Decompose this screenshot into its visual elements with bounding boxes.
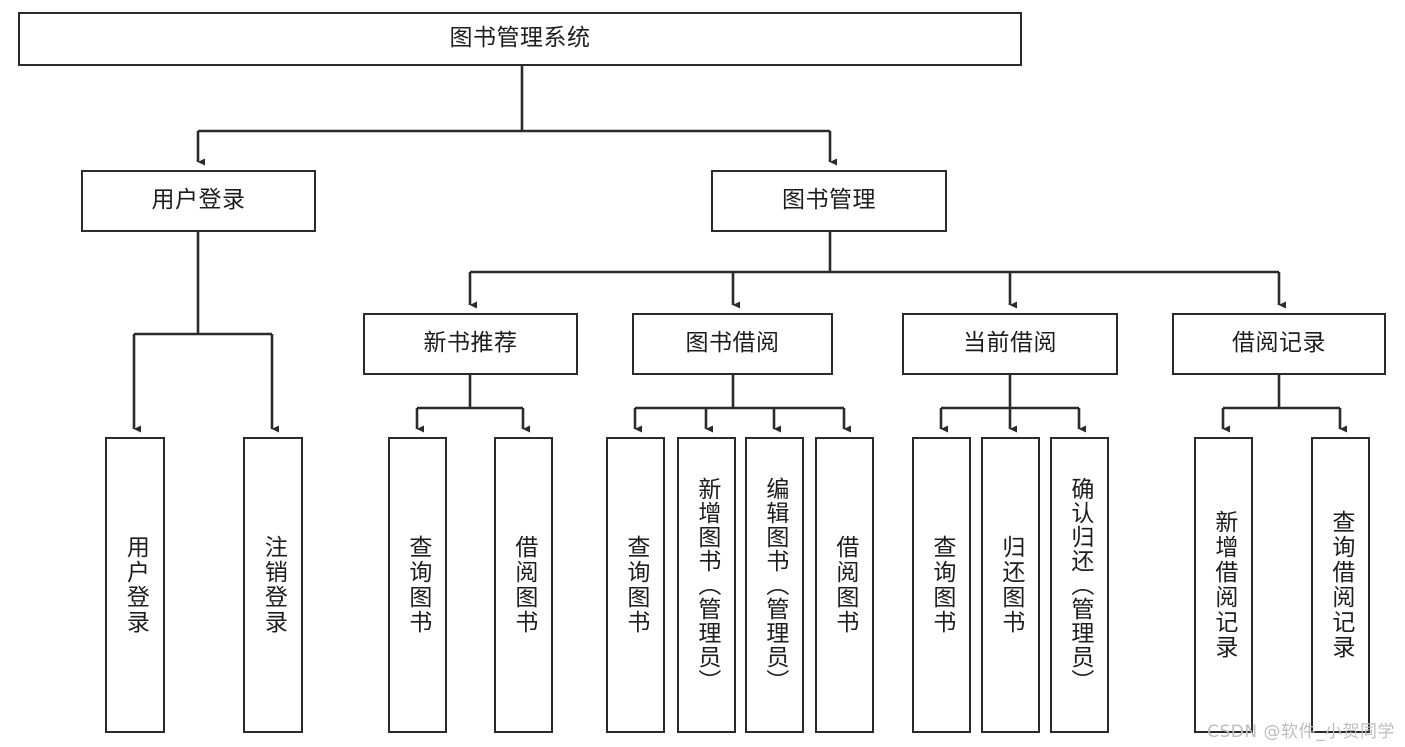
node-label: 确认归还（管理员）: [1066, 477, 1093, 693]
node-new-book-recommend[interactable]: 新书推荐: [363, 313, 578, 375]
leaf-add-borrow-record[interactable]: 新增借阅记录: [1194, 437, 1253, 733]
leaf-user-login[interactable]: 用户登录: [105, 437, 165, 733]
node-label: 查询图书: [622, 535, 649, 635]
node-label: 查询图书: [404, 535, 431, 635]
node-label: 编辑图书（管理员）: [761, 477, 788, 693]
node-label: 图书借阅: [685, 330, 780, 357]
watermark-text: CSDN @软件_小贺同学: [1207, 722, 1395, 742]
node-user-login[interactable]: 用户登录: [81, 170, 316, 232]
leaf-return-book[interactable]: 归还图书: [981, 437, 1040, 733]
node-current-borrow[interactable]: 当前借阅: [902, 313, 1118, 375]
node-label: 新增图书（管理员）: [693, 477, 720, 693]
node-label: 用户登录: [151, 187, 246, 214]
node-label: 图书管理: [782, 187, 876, 214]
node-book-management[interactable]: 图书管理: [711, 170, 947, 232]
leaf-query-borrow-record[interactable]: 查询借阅记录: [1311, 437, 1370, 733]
leaf-add-book-admin[interactable]: 新增图书（管理员）: [677, 437, 736, 733]
leaf-edit-book-admin[interactable]: 编辑图书（管理员）: [745, 437, 804, 733]
node-label: 图书管理系统: [449, 25, 591, 52]
leaf-query-book-borrow[interactable]: 查询图书: [606, 437, 665, 733]
node-borrow-record[interactable]: 借阅记录: [1172, 313, 1386, 375]
node-label: 查询借阅记录: [1327, 510, 1354, 660]
node-label: 借阅记录: [1232, 330, 1326, 357]
node-label: 新书推荐: [423, 330, 518, 357]
leaf-confirm-return-admin[interactable]: 确认归还（管理员）: [1050, 437, 1109, 733]
node-book-borrow[interactable]: 图书借阅: [632, 313, 833, 375]
leaf-borrow-book[interactable]: 借阅图书: [815, 437, 874, 733]
leaf-logout[interactable]: 注销登录: [243, 437, 303, 733]
leaf-query-book-recommend[interactable]: 查询图书: [388, 437, 447, 733]
node-label: 当前借阅: [963, 330, 1057, 357]
leaf-borrow-book-recommend[interactable]: 借阅图书: [494, 437, 553, 733]
node-label: 注销登录: [260, 535, 287, 635]
node-label: 查询图书: [928, 535, 955, 635]
node-label: 借阅图书: [510, 535, 537, 635]
node-label: 借阅图书: [831, 535, 858, 635]
node-label: 用户登录: [122, 535, 149, 635]
node-label: 新增借阅记录: [1210, 510, 1237, 660]
node-root-library-system[interactable]: 图书管理系统: [18, 12, 1022, 66]
leaf-query-book-current[interactable]: 查询图书: [912, 437, 971, 733]
node-label: 归还图书: [997, 535, 1024, 635]
